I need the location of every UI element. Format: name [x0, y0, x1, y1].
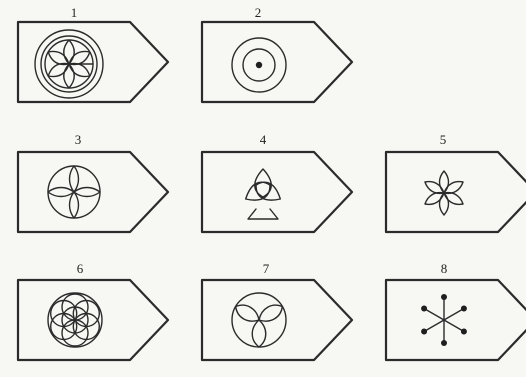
tag-label-1: 1 — [71, 5, 78, 20]
circle-ring-six-petal-rosette-icon — [35, 30, 103, 98]
tag-label-4: 4 — [260, 132, 267, 147]
circle-three-petal-icon — [232, 293, 286, 347]
tag-3: 3 — [18, 132, 168, 232]
tag-outline-7 — [202, 280, 352, 360]
concentric-circles-dot-icon — [232, 38, 286, 92]
triquetra-knot-icon — [242, 169, 285, 219]
tag-outline-3 — [18, 152, 168, 232]
tag-label-3: 3 — [75, 132, 82, 147]
tag-6: 6 — [18, 261, 168, 360]
tag-5: 5 — [386, 132, 526, 232]
circle-four-petal-icon — [48, 166, 100, 218]
tag-4: 4 — [202, 132, 352, 232]
tag-7: 7 — [202, 261, 352, 360]
tag-label-6: 6 — [77, 261, 84, 276]
tag-outline-2 — [202, 22, 352, 102]
tag-2: 2 — [202, 5, 352, 102]
tag-label-2: 2 — [255, 5, 262, 20]
tag-label-7: 7 — [263, 261, 270, 276]
tag-outline-8 — [386, 280, 526, 360]
flower-of-life-icon — [48, 293, 102, 347]
tag-label-8: 8 — [441, 261, 448, 276]
six-spoke-dot-star-icon — [420, 294, 468, 346]
tag-8: 8 — [386, 261, 526, 360]
tag-1: 1 — [18, 5, 168, 102]
six-petal-flower-icon — [423, 171, 466, 215]
tag-label-5: 5 — [440, 132, 447, 147]
tag-outline-6 — [18, 280, 168, 360]
